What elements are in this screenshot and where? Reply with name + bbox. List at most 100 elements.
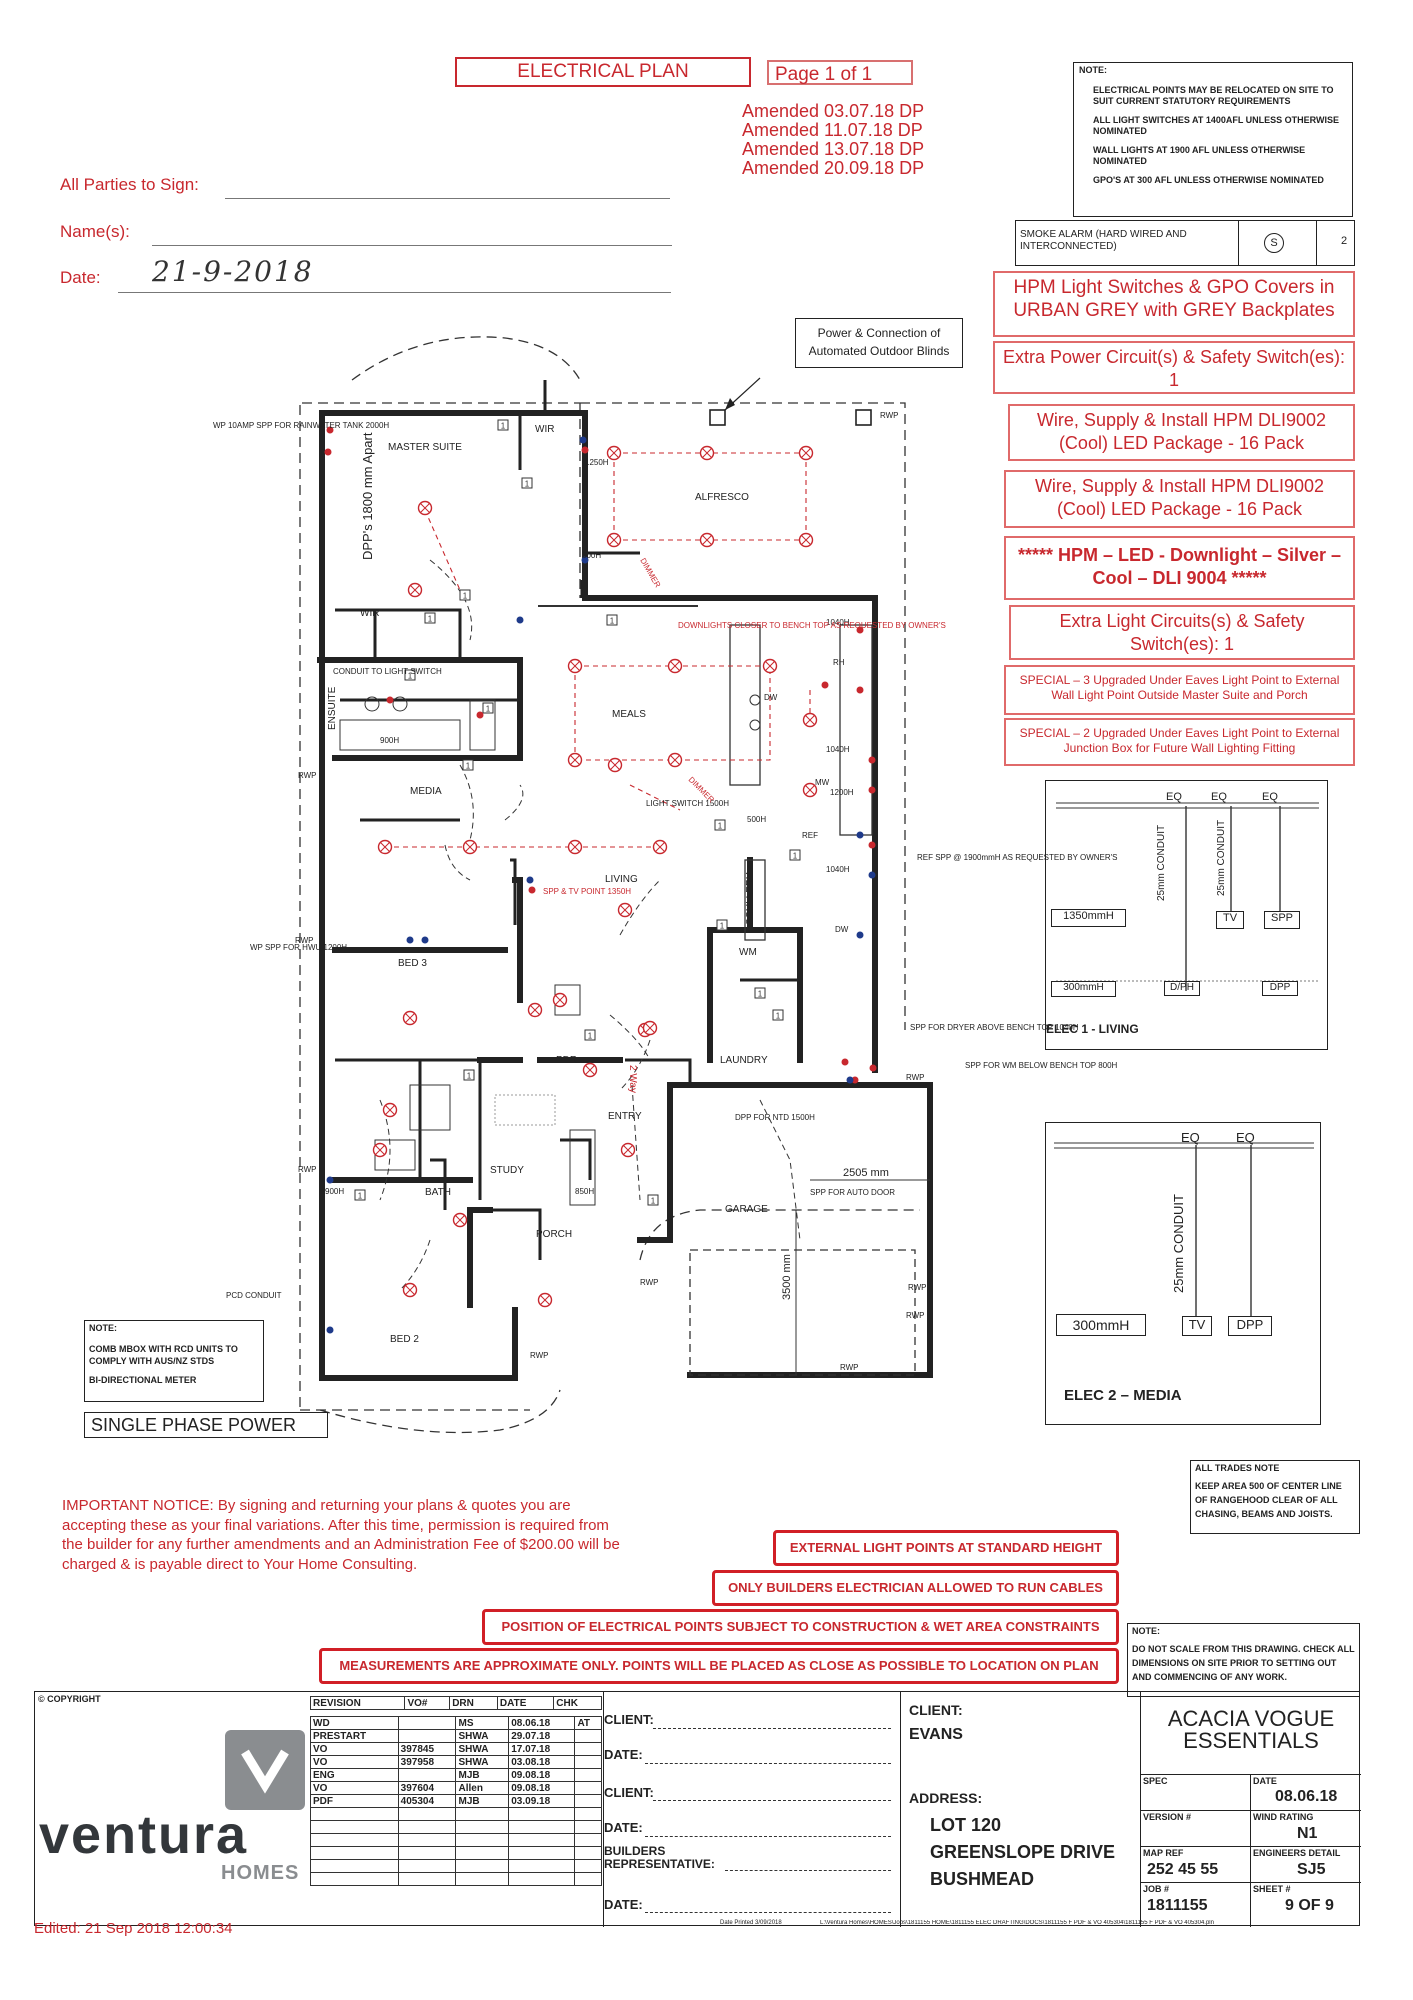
notice-external-lights: EXTERNAL LIGHT POINTS AT STANDARD HEIGHT [773,1530,1119,1566]
note-scale-title: NOTE: [1132,1626,1160,1636]
design-name-line-2: ESSENTIALS [1183,1728,1319,1753]
revision-cell [508,1820,576,1834]
map-value: 252 45 55 [1147,1861,1219,1878]
elec1-diagram [1056,802,1319,991]
svg-text:ENSUITE: ENSUITE [327,686,338,730]
svg-text:GARAGE: GARAGE [725,1204,768,1215]
variation-3: Wire, Supply & Install HPM DLI9002 (Cool… [1008,404,1355,461]
elec1-height-300: 300mmH [1051,981,1116,997]
revision-cell: 09.08.18 [508,1781,576,1795]
revision-cell: SHWA [455,1755,510,1769]
svg-text:CONDUIT TO LIGHT SWITCH: CONDUIT TO LIGHT SWITCH [333,667,442,676]
revision-cell [508,1872,576,1886]
svg-text:RWP: RWP [298,771,317,780]
client-date-line-2[interactable] [645,1836,891,1837]
revision-cell [574,1846,602,1860]
svg-text:RWP: RWP [295,936,314,945]
svg-text:PCD CONDUIT: PCD CONDUIT [226,1291,282,1300]
revision-cell [574,1794,602,1808]
svg-text:1250H: 1250H [585,458,609,467]
svg-text:RWP: RWP [640,1278,659,1287]
elec2-eq-2: EQ [1236,1130,1255,1145]
svg-text:1040H: 1040H [826,618,850,627]
svg-text:SCULLERY: SCULLERY [745,872,756,925]
revision-cell [455,1807,510,1821]
revision-cell: 08.06.18 [508,1716,576,1730]
revision-cell [574,1872,602,1886]
footer-file-path: L:\Ventura Homes\HOMES\Jobs\1811155 HOME… [820,1920,1214,1926]
revision-cell: VO [310,1742,399,1756]
revision-cell: 397958 [397,1755,457,1769]
revision-cell [574,1859,602,1873]
page-indicator: Page 1 of 1 [767,60,913,85]
revision-cell: 17.07.18 [508,1742,576,1756]
spec-label: SPEC [1143,1776,1168,1786]
revision-cell [508,1833,576,1847]
svg-text:MEDIA: MEDIA [410,786,442,797]
eng-value: SJ5 [1297,1861,1326,1878]
note-all-trades-title: ALL TRADES NOTE [1195,1463,1280,1473]
variation-7: SPECIAL – 3 Upgraded Under Eaves Light P… [1004,665,1355,715]
variation-6: Extra Light Circuits(s) & Safety Switch(… [1009,605,1355,660]
revision-cell [508,1846,576,1860]
client-sign-label-2: CLIENT: [604,1785,654,1800]
svg-text:DOWNLIGHTS CLOSER TO BENCH TOP: DOWNLIGHTS CLOSER TO BENCH TOP AS REQUES… [678,621,946,630]
signoff-parties-label: All Parties to Sign: [60,175,199,194]
svg-text:1200H: 1200H [830,788,854,797]
revision-cell [397,1768,457,1782]
client-sign-line-2[interactable] [653,1800,891,1801]
client-date-line[interactable] [645,1763,891,1764]
amendment-list: Amended 03.07.18 DP Amended 11.07.18 DP … [742,102,972,178]
variation-2: Extra Power Circuit(s) & Safety Switch(e… [993,341,1355,394]
copyright-label: © COPYRIGHT [38,1694,101,1704]
client-name-label: CLIENT: [909,1702,963,1718]
svg-text:SPP FOR DRYER ABOVE BENCH TOP: SPP FOR DRYER ABOVE BENCH TOP 1040H [910,1023,1079,1032]
svg-text:600H: 600H [582,551,601,560]
revision-cell: 397604 [397,1781,457,1795]
client-sign-line[interactable] [653,1728,891,1729]
rep-date-line[interactable] [645,1912,891,1913]
variation-1: HPM Light Switches & GPO Covers in URBAN… [993,271,1355,337]
signoff-date-line[interactable] [118,291,671,293]
svg-text:DPP FOR NTD 1500H: DPP FOR NTD 1500H [735,1113,815,1122]
svg-text:1040H: 1040H [826,745,850,754]
signoff-parties-line[interactable] [225,197,670,199]
plan-title: ELECTRICAL PLAN [455,57,751,87]
date-meta-value: 08.06.18 [1275,1788,1338,1805]
elec1-eq-3: EQ [1262,791,1278,803]
revision-cell [574,1729,602,1743]
elec1-conduit-2: 25mm CONDUIT [1216,819,1227,896]
svg-text:WP 10AMP SPP FOR RAINWATER TAN: WP 10AMP SPP FOR RAINWATER TANK 2000H [213,421,389,430]
revision-cell [397,1833,457,1847]
sheet-value: 9 OF 9 [1285,1897,1334,1914]
revision-cell [397,1859,457,1873]
svg-text:LIVING: LIVING [605,874,638,885]
elec1-height-1350: 1350mmH [1051,909,1126,927]
svg-text:RWP: RWP [906,1073,925,1082]
amendment-1: Amended 03.07.18 DP [742,101,925,121]
revision-cell [508,1807,576,1821]
note-all-trades: ALL TRADES NOTE KEEP AREA 500 OF CENTER … [1190,1460,1360,1534]
client-date-label: DATE: [604,1747,643,1762]
brand-sub: HOMES [221,1862,300,1884]
revision-cell: VO [310,1781,399,1795]
revision-cell [455,1859,510,1873]
edited-stamp: Edited: 21 Sep 2018 12:00:34 [34,1920,233,1937]
revision-cell [455,1872,510,1886]
builders-rep-line[interactable] [725,1870,891,1871]
signoff-names-line[interactable] [152,244,672,246]
elec2-conduit: 25mm CONDUIT [1171,1194,1186,1293]
svg-text:900H: 900H [380,736,399,745]
revision-row [310,1833,602,1847]
elec2-title: ELEC 2 – MEDIA [1064,1387,1182,1404]
svg-text:WIR: WIR [360,608,379,619]
svg-text:RWP: RWP [908,1283,927,1292]
svg-text:WP SPP FOR HWU 1200H: WP SPP FOR HWU 1200H [250,943,347,952]
elec1-dph-box: D/PH [1164,981,1200,996]
note-scale-text: DO NOT SCALE FROM THIS DRAWING. CHECK AL… [1132,1644,1355,1682]
